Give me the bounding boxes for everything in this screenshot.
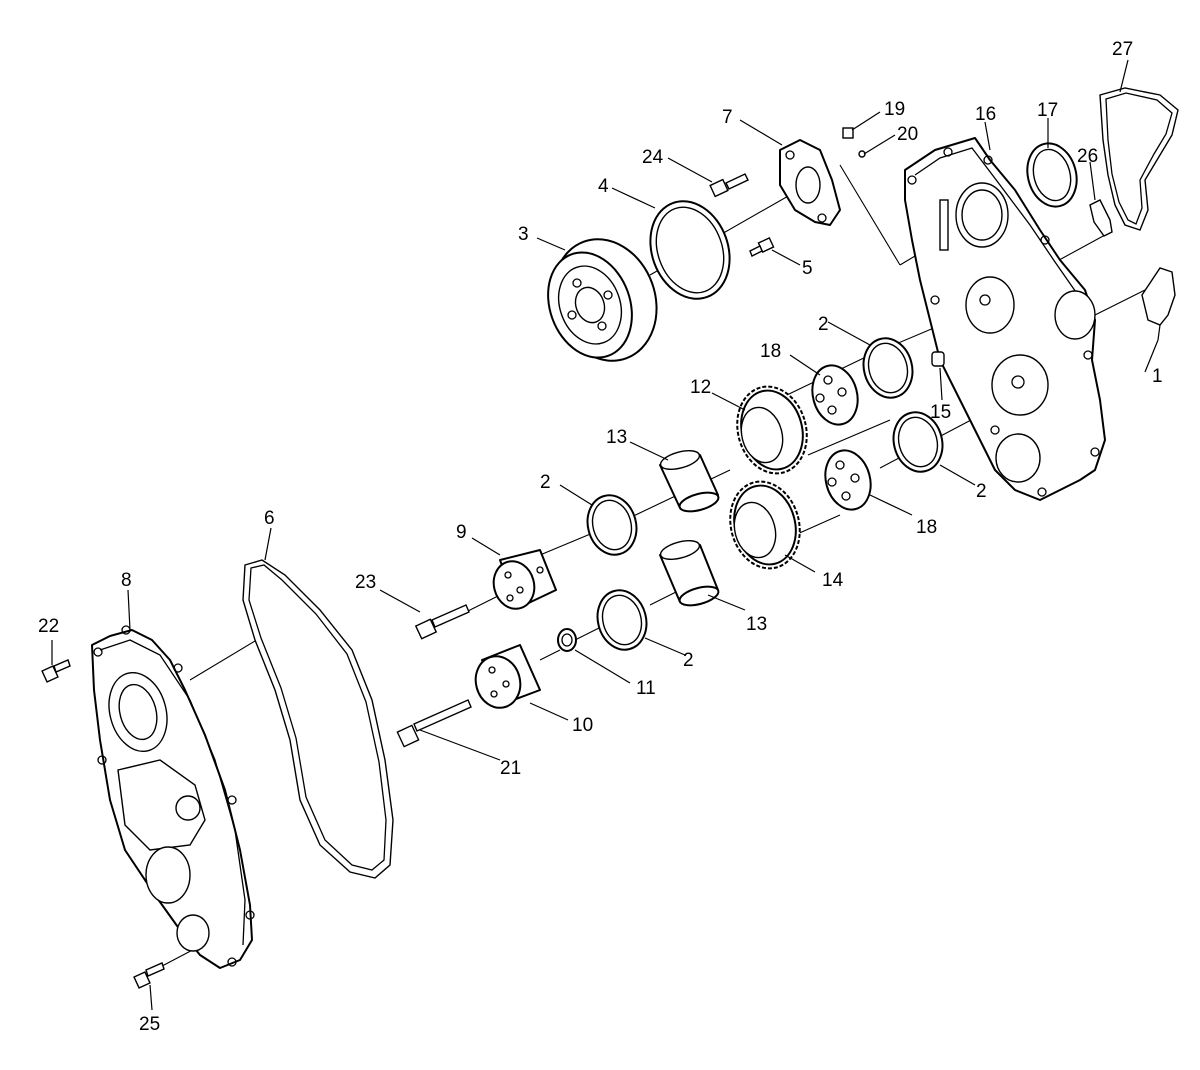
label-17: 17: [1037, 100, 1058, 121]
bushing-part-13-upper: [659, 449, 720, 513]
bracket-part-7: [779, 139, 841, 226]
label-7: 7: [722, 107, 733, 128]
label-24: 24: [642, 147, 664, 168]
label-10: 10: [572, 715, 593, 736]
gasket-part-1: [1141, 267, 1176, 326]
bolt-part-21: [396, 699, 472, 748]
pulley-part-3: [547, 238, 658, 362]
gear-part-12: [736, 385, 808, 475]
label-11: 11: [636, 678, 656, 699]
pin-part-15: [931, 351, 945, 367]
bolt-part-22: [41, 659, 71, 683]
label-2-lower: 2: [683, 650, 694, 671]
label-20: 20: [897, 124, 918, 145]
label-23: 23: [355, 572, 376, 593]
plate-part-18-lower: [824, 449, 872, 511]
bolt-part-23: [414, 604, 470, 640]
label-18-upper: 18: [760, 341, 781, 362]
part-labels: 1 2 2 2 2 3 4 5 6 7 8 9 10 11 12 13 13 1…: [38, 39, 1163, 1035]
label-16: 16: [975, 104, 996, 125]
front-cover-part-8: [91, 625, 255, 969]
label-2-right: 2: [976, 481, 987, 502]
screw-part-5: [749, 237, 775, 257]
oring-part-2-right: [892, 411, 944, 473]
gear-part-14: [729, 480, 801, 570]
label-18-lower: 18: [916, 517, 937, 538]
label-4: 4: [598, 176, 609, 197]
gasket-part-27: [1099, 87, 1179, 231]
label-13-lower: 13: [746, 614, 767, 635]
hub-part-9: [492, 549, 557, 610]
seal-part-26: [1089, 199, 1113, 237]
label-21: 21: [500, 758, 521, 779]
label-22: 22: [38, 616, 59, 637]
label-5: 5: [802, 258, 813, 279]
label-15: 15: [930, 402, 951, 423]
label-14: 14: [822, 570, 844, 591]
ring-part-4: [649, 200, 731, 300]
gasket-part-6: [242, 559, 394, 879]
label-12: 12: [690, 377, 711, 398]
plate-part-18-upper: [811, 364, 859, 426]
label-27: 27: [1112, 39, 1133, 60]
hub-part-10: [474, 644, 541, 709]
bushing-part-13-lower: [659, 539, 720, 607]
label-26: 26: [1077, 146, 1098, 167]
label-6: 6: [264, 508, 275, 529]
label-8: 8: [121, 570, 132, 591]
oring-part-2-middle: [586, 494, 638, 556]
oring-part-2-lower: [596, 589, 648, 651]
housing-part-16: [904, 137, 1106, 501]
bolt-part-19: [842, 127, 854, 139]
label-2-middle: 2: [540, 472, 551, 493]
label-9: 9: [456, 522, 467, 543]
label-2-upper: 2: [818, 314, 829, 335]
label-19: 19: [884, 99, 905, 120]
bush-part-11: [557, 628, 577, 652]
label-13-upper: 13: [606, 427, 627, 448]
bolt-part-24: [709, 173, 749, 198]
label-1: 1: [1152, 366, 1163, 387]
bolt-part-25: [133, 962, 165, 989]
label-3: 3: [518, 224, 529, 245]
leader-lines: [51, 59, 1161, 1011]
label-25: 25: [139, 1014, 160, 1035]
seal-part-17: [1026, 142, 1078, 208]
oring-part-2-upper: [862, 337, 914, 399]
